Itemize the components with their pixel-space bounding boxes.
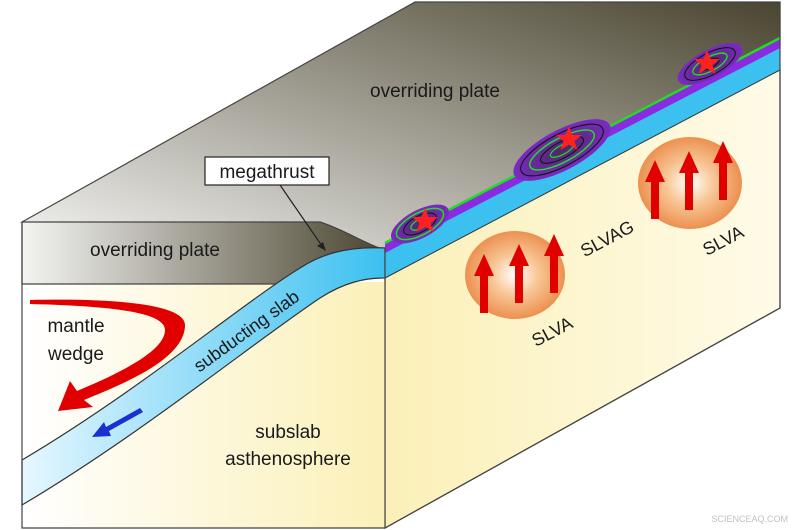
overriding-plate-top-label: overriding plate	[370, 81, 500, 102]
mantle-wedge-label-line2: wedge	[47, 344, 104, 365]
mantle-wedge-label-line1: mantle	[47, 316, 104, 337]
rupture-patch-2	[513, 119, 611, 181]
megathrust-label: megathrust	[219, 162, 315, 183]
epicenter-star-2	[556, 126, 582, 150]
watermark: SCIENCEAQ.COM	[711, 514, 788, 524]
megathrust-leader-line	[279, 184, 323, 247]
upward-arrows-right	[645, 141, 733, 219]
subslab-label-line1: subslab	[255, 422, 321, 443]
upward-arrows-left	[474, 234, 564, 313]
slab-motion-arrow	[92, 408, 143, 437]
epicenter-star-1	[412, 208, 438, 232]
megathrust-label-box	[204, 156, 330, 186]
front-face-mantle	[22, 282, 385, 528]
megathrust-leader-arrowhead	[317, 242, 326, 251]
subslab-label-line2: asthenosphere	[225, 449, 351, 470]
mantle-wedge-flow-arrow	[30, 299, 185, 411]
epicenter-star-3	[694, 50, 720, 74]
overriding-plate-front-label: overriding plate	[90, 240, 220, 261]
